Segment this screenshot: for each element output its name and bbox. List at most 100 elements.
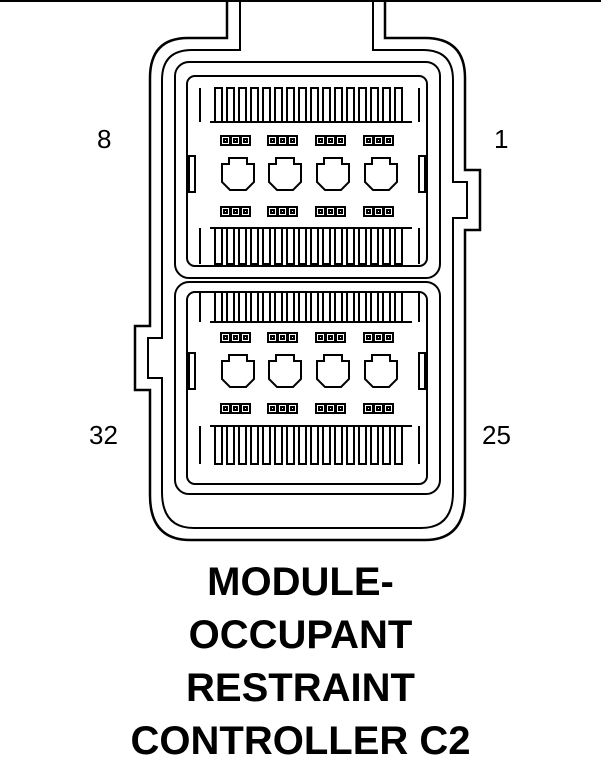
connector-housing-inner-outline xyxy=(148,2,467,528)
contact-square-inner xyxy=(244,210,247,213)
contact-square-inner xyxy=(319,139,322,142)
terminal-pin xyxy=(359,228,366,264)
contact-square xyxy=(326,404,335,413)
terminal-cavity xyxy=(269,355,301,387)
terminal-cavity xyxy=(269,158,301,190)
contact-square xyxy=(384,404,393,413)
terminal-pin xyxy=(371,426,378,464)
terminal-pin xyxy=(395,292,402,322)
contact-square-inner xyxy=(234,139,237,142)
contact-square xyxy=(231,207,240,216)
contact-square xyxy=(241,136,250,145)
terminal-cavity xyxy=(365,355,397,387)
title-line-2: OCCUPANT xyxy=(188,613,413,657)
side-notch xyxy=(419,156,425,192)
contact-square-inner xyxy=(367,139,370,142)
contact-square xyxy=(268,207,277,216)
contact-square-inner xyxy=(367,407,370,410)
terminal-pin xyxy=(251,88,258,122)
pin-label-8: 8 xyxy=(97,124,112,154)
contact-square-inner xyxy=(387,336,390,339)
contact-square xyxy=(241,404,250,413)
contact-square xyxy=(231,333,240,342)
contact-square-inner xyxy=(291,407,294,410)
contact-square-inner xyxy=(281,210,284,213)
terminal-pin xyxy=(263,228,270,264)
upper-cavity-frame xyxy=(175,62,440,278)
side-notch xyxy=(189,353,195,389)
contact-square xyxy=(374,404,383,413)
contact-square-inner xyxy=(339,407,342,410)
upper-cavity-insert xyxy=(187,76,427,266)
contact-square-inner xyxy=(244,407,247,410)
terminal-pin xyxy=(239,88,246,122)
contact-square-inner xyxy=(291,139,294,142)
terminal-pin xyxy=(227,426,234,464)
terminal-pin xyxy=(383,292,390,322)
contact-square xyxy=(374,207,383,216)
terminal-pin xyxy=(263,426,270,464)
contact-square xyxy=(384,136,393,145)
pin-label-1: 1 xyxy=(494,124,509,154)
contact-square-inner xyxy=(319,336,322,339)
contact-square-inner xyxy=(319,210,322,213)
contact-square xyxy=(268,333,277,342)
contact-square xyxy=(268,136,277,145)
terminal-pin xyxy=(371,228,378,264)
terminal-pin xyxy=(239,426,246,464)
terminal-pin xyxy=(347,426,354,464)
contact-square xyxy=(374,136,383,145)
contact-square xyxy=(288,136,297,145)
contact-square xyxy=(336,404,345,413)
contact-square-inner xyxy=(387,210,390,213)
contact-square xyxy=(221,207,230,216)
contact-square xyxy=(336,207,345,216)
contact-square-inner xyxy=(367,210,370,213)
terminal-pin xyxy=(395,426,402,464)
contact-square-inner xyxy=(244,336,247,339)
terminal-pin xyxy=(335,426,342,464)
contact-square xyxy=(268,404,277,413)
contact-square-inner xyxy=(329,139,332,142)
contact-square-inner xyxy=(281,336,284,339)
contact-square-inner xyxy=(244,139,247,142)
contact-square xyxy=(221,333,230,342)
terminal-cavity xyxy=(365,158,397,190)
contact-square xyxy=(374,333,383,342)
contact-square xyxy=(316,333,325,342)
terminal-pin xyxy=(311,88,318,122)
terminal-pin xyxy=(383,88,390,122)
terminal-pin xyxy=(347,88,354,122)
side-notch xyxy=(189,156,195,192)
contact-square xyxy=(288,207,297,216)
title-line-3: RESTRAINT xyxy=(186,666,415,710)
terminal-pin xyxy=(263,292,270,322)
terminal-pin xyxy=(215,426,222,464)
terminal-pin xyxy=(215,292,222,322)
terminal-pin xyxy=(347,292,354,322)
connector-title: MODULE- OCCUPANT RESTRAINT CONTROLLER C2 xyxy=(0,556,601,768)
upper-terminal-rows xyxy=(189,88,425,264)
contact-square xyxy=(364,207,373,216)
contact-square-inner xyxy=(271,407,274,410)
terminal-pin xyxy=(239,228,246,264)
contact-square-inner xyxy=(271,336,274,339)
terminal-pin xyxy=(335,228,342,264)
terminal-pin xyxy=(227,292,234,322)
contact-square xyxy=(316,207,325,216)
terminal-pin xyxy=(227,228,234,264)
terminal-pin xyxy=(347,228,354,264)
title-line-1: MODULE- xyxy=(207,560,394,604)
contact-square-inner xyxy=(377,336,380,339)
contact-square-inner xyxy=(329,210,332,213)
terminal-pin xyxy=(251,292,258,322)
contact-square-inner xyxy=(271,139,274,142)
contact-square xyxy=(336,136,345,145)
terminal-pin xyxy=(275,292,282,322)
contact-square-inner xyxy=(377,210,380,213)
contact-square-inner xyxy=(271,210,274,213)
contact-square-inner xyxy=(224,336,227,339)
contact-square-inner xyxy=(367,336,370,339)
terminal-pin xyxy=(359,88,366,122)
contact-square xyxy=(364,404,373,413)
